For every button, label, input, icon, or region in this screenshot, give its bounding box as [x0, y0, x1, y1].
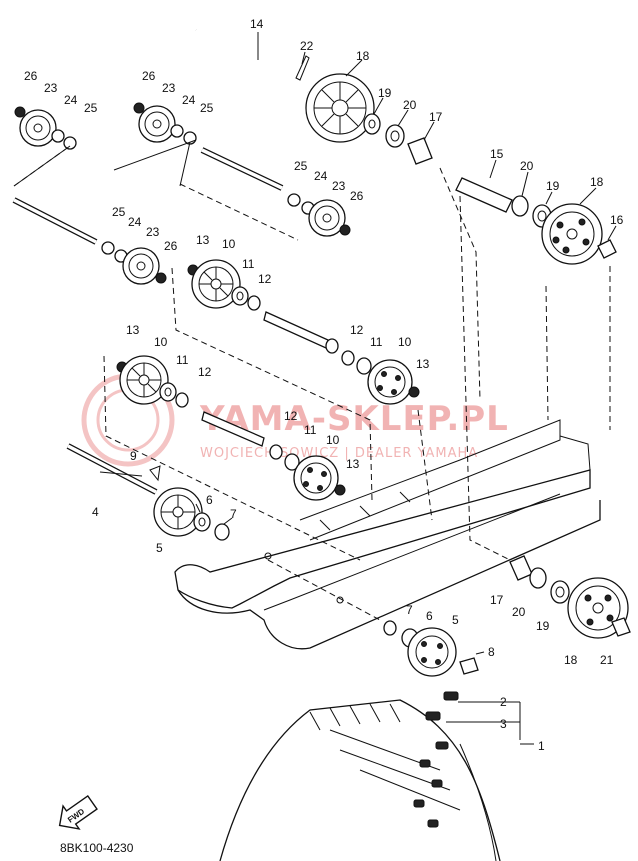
- callout-13: 13: [416, 357, 430, 371]
- callout-10: 10: [222, 237, 236, 251]
- callout-24: 24: [64, 93, 78, 107]
- middle-axle-assemblies: [12, 147, 351, 285]
- callout-11: 11: [370, 335, 383, 349]
- callout-21: 21: [600, 653, 614, 667]
- callout-26: 26: [24, 69, 38, 83]
- callout-12: 12: [258, 272, 272, 286]
- callout-6: 6: [426, 609, 433, 623]
- track-studs: [413, 691, 459, 828]
- callout-1: 1: [538, 739, 545, 753]
- mid-wheel-assemblies: [116, 259, 420, 501]
- rear-axle-group: [455, 177, 617, 265]
- callout-17: 17: [490, 593, 504, 607]
- callout-9: 9: [130, 449, 137, 463]
- callout-16: 16: [610, 213, 624, 227]
- callout-19: 19: [546, 179, 560, 193]
- callout-26: 26: [142, 69, 156, 83]
- callout-22: 22: [300, 39, 314, 53]
- callout-17: 17: [429, 110, 443, 124]
- callout-25: 25: [112, 205, 126, 219]
- lower-front-wheel-group: [383, 620, 479, 677]
- callout-13: 13: [196, 233, 210, 247]
- callout-20: 20: [403, 98, 417, 112]
- callout-11: 11: [304, 423, 317, 437]
- callout-24: 24: [128, 215, 142, 229]
- callout-23: 23: [162, 81, 176, 95]
- callout-12: 12: [198, 365, 212, 379]
- callout-24: 24: [182, 93, 196, 107]
- slide-rail-frame: [174, 419, 601, 650]
- callout-24: 24: [314, 169, 328, 183]
- callout-10: 10: [398, 335, 412, 349]
- callout-25: 25: [200, 101, 214, 115]
- callout-13: 13: [346, 457, 360, 471]
- callout-19: 19: [536, 619, 550, 633]
- callout-19: 19: [378, 86, 392, 100]
- diagram-code: 8BK100-4230: [60, 841, 134, 855]
- dashed-center-lines: [13, 145, 611, 621]
- callout-23: 23: [44, 81, 58, 95]
- callout-5: 5: [156, 541, 163, 555]
- callout-4: 4: [92, 505, 99, 519]
- callout-12: 12: [284, 409, 298, 423]
- upper-axle-group: [195, 28, 433, 165]
- callout-25: 25: [84, 101, 98, 115]
- callout-13: 13: [126, 323, 140, 337]
- leader-lines: [13, 32, 617, 745]
- callout-11: 11: [242, 257, 255, 271]
- callout-labels: 14 22 18 19 20 17 26 23 24 25 26 23 24 2…: [24, 17, 624, 753]
- callout-2: 2: [500, 695, 507, 709]
- callout-23: 23: [332, 179, 346, 193]
- watermark-dealer: WOJCIECH SOWICZ | DEALER YAMAHA: [200, 446, 478, 461]
- callout-20: 20: [512, 605, 526, 619]
- callout-26: 26: [164, 239, 178, 253]
- callout-3: 3: [500, 717, 507, 731]
- front-direction-arrow: FWD: [58, 795, 98, 830]
- callout-5: 5: [452, 613, 459, 627]
- callout-15: 15: [490, 147, 504, 161]
- callout-18: 18: [590, 175, 604, 189]
- callout-7: 7: [406, 603, 413, 617]
- callout-10: 10: [154, 335, 168, 349]
- lower-rear-wheel-group: [509, 555, 631, 639]
- left-idler-assembly-upper: [14, 102, 197, 150]
- front-lower-axle-group: [66, 443, 230, 541]
- callout-6: 6: [206, 493, 213, 507]
- callout-20: 20: [520, 159, 534, 173]
- callout-14: 14: [250, 17, 264, 31]
- callout-25: 25: [294, 159, 308, 173]
- drive-track: [219, 691, 501, 861]
- callout-7: 7: [230, 507, 237, 521]
- callout-18: 18: [564, 653, 578, 667]
- callout-18: 18: [356, 49, 370, 63]
- callout-11: 11: [176, 353, 189, 367]
- callout-10: 10: [326, 433, 340, 447]
- callout-12: 12: [350, 323, 364, 337]
- callout-8: 8: [488, 645, 495, 659]
- callout-23: 23: [146, 225, 160, 239]
- callout-26: 26: [350, 189, 364, 203]
